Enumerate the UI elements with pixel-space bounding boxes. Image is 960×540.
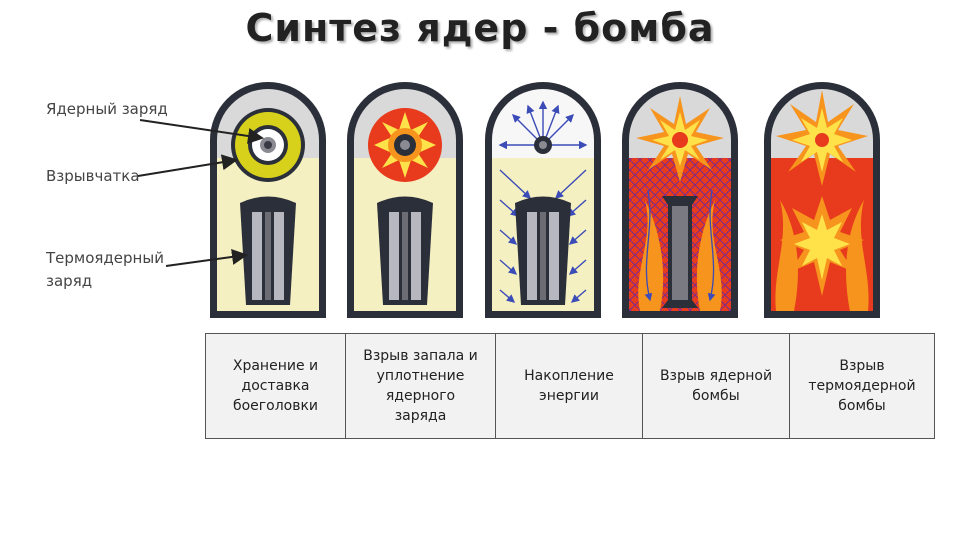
caption-line: Взрыв — [794, 356, 930, 376]
caption-stage-2: Взрыв запала и уплотнение ядерного заряд… — [346, 334, 496, 439]
caption-line: уплотнение — [350, 366, 491, 386]
caption-line: ядерного — [350, 386, 491, 406]
caption-line: энергии — [500, 386, 638, 406]
stage-1-storage — [210, 82, 326, 318]
captions-row: Хранение и доставка боеголовки Взрыв зап… — [206, 334, 935, 439]
thermonuclear-charge — [240, 197, 296, 306]
caption-line: бомбы — [647, 386, 785, 406]
caption-line: бомбы — [794, 396, 930, 416]
caption-line: Накопление — [500, 366, 638, 386]
caption-stage-5: Взрыв термоядерной бомбы — [790, 334, 935, 439]
caption-stage-4: Взрыв ядерной бомбы — [643, 334, 790, 439]
stage-captions-table: Хранение и доставка боеголовки Взрыв зап… — [205, 333, 935, 439]
caption-stage-3: Накопление энергии — [496, 334, 643, 439]
caption-line: Взрыв запала и — [350, 346, 491, 366]
stage-5-thermonuclear-explosion — [764, 82, 880, 318]
caption-line: боеголовки — [210, 396, 341, 416]
stage-2-detonation — [347, 82, 463, 318]
explosive-ring — [231, 108, 305, 182]
caption-line: заряда — [350, 406, 491, 426]
caption-line: доставка — [210, 376, 341, 396]
caption-line: Хранение и — [210, 356, 341, 376]
caption-stage-1: Хранение и доставка боеголовки — [206, 334, 346, 439]
thermonuclear-charge — [377, 197, 433, 306]
fireball-small — [368, 108, 442, 182]
stage-4-nuclear-explosion — [622, 82, 738, 318]
caption-line: термоядерной — [794, 376, 930, 396]
thermonuclear-charge — [515, 197, 571, 306]
stage-3-energy-accumulation — [485, 82, 601, 318]
caption-line: Взрыв ядерной — [647, 366, 785, 386]
